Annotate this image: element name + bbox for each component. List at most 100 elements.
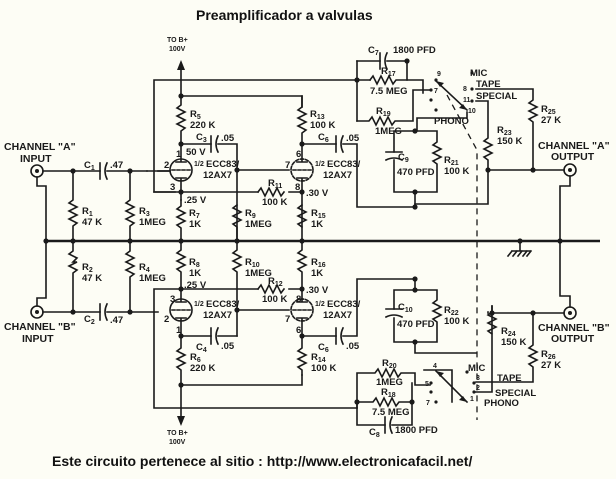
svg-text:6: 6	[296, 325, 301, 336]
svg-text:9: 9	[437, 71, 441, 78]
channel-b-output-label: CHANNEL "B"	[538, 322, 610, 334]
svg-text:3: 3	[170, 182, 175, 193]
svg-text:27 K: 27 K	[541, 360, 561, 371]
svg-text:12AX7: 12AX7	[323, 310, 352, 321]
junctions	[43, 58, 563, 405]
svg-text:7.5 MEG: 7.5 MEG	[370, 86, 408, 97]
resistor-r3	[124, 170, 136, 242]
svg-text:7: 7	[434, 88, 438, 95]
svg-text:R4: R4	[139, 262, 150, 274]
resistor-r6	[175, 335, 187, 386]
resistor-r11	[256, 186, 286, 198]
ground-bus	[46, 239, 600, 258]
switch-b-tape: TAPE	[497, 373, 522, 384]
svg-text:1/2: 1/2	[194, 301, 204, 308]
channel-a-output-label-2: OUTPUT	[551, 151, 595, 163]
resistor-r7	[175, 199, 187, 242]
channel-a-input	[30, 161, 171, 242]
r2-value: 47 K	[82, 273, 102, 284]
r5-value: 220 K	[190, 120, 215, 131]
svg-text:3: 3	[170, 294, 175, 305]
svg-text:C6: C6	[318, 132, 329, 144]
svg-text:8: 8	[296, 294, 301, 305]
svg-text:5: 5	[425, 381, 429, 388]
svg-text:1/2: 1/2	[194, 161, 204, 168]
svg-text:1MEG: 1MEG	[245, 219, 272, 230]
svg-text:R3: R3	[139, 206, 150, 218]
tube-v3	[169, 288, 193, 337]
svg-text:R11: R11	[268, 178, 282, 190]
resistor-r17	[368, 74, 408, 86]
v1-plate-voltage: 50 V	[186, 147, 206, 158]
svg-text:C2: C2	[84, 314, 95, 326]
switch-a-special: SPECIAL	[476, 91, 517, 102]
resistor-r1	[67, 170, 79, 242]
tube-v1	[157, 143, 193, 193]
svg-text:7: 7	[426, 400, 430, 407]
svg-text:C9: C9	[398, 152, 409, 164]
c2-value: .47	[110, 315, 123, 326]
svg-text:100 K: 100 K	[311, 363, 336, 374]
tube-v2	[290, 143, 314, 242]
tube-v4	[290, 288, 314, 337]
supply-top-label: TO B+	[167, 37, 188, 44]
v4-cathode-voltage: .30 V	[306, 285, 329, 296]
v2-cathode-voltage: .30 V	[306, 188, 329, 199]
svg-text:100 K: 100 K	[444, 166, 469, 177]
resistor-r20	[356, 367, 431, 409]
svg-text:1K: 1K	[311, 268, 323, 279]
resistor-r16	[296, 240, 308, 290]
switch-a-mic: MIC	[470, 68, 488, 79]
svg-text:470 PFD: 470 PFD	[397, 319, 435, 330]
selector-switch-a[interactable]	[429, 71, 478, 420]
capacitor-c10	[384, 308, 404, 319]
resistor-r18	[356, 382, 413, 426]
capacitor-c6b	[335, 326, 345, 346]
channel-a-output-label: CHANNEL "A"	[538, 140, 610, 152]
svg-text:R8: R8	[189, 257, 200, 269]
channel-b-input-label: CHANNEL "B"	[4, 321, 76, 333]
svg-text:2: 2	[164, 314, 169, 325]
svg-text:R18: R18	[381, 387, 396, 399]
svg-text:1: 1	[176, 149, 182, 160]
resistor-r14	[296, 335, 308, 376]
channel-a-input-label-2: INPUT	[20, 153, 52, 165]
channel-b-input-label-2: INPUT	[22, 333, 54, 345]
switch-b-phono: PHONO	[484, 398, 519, 409]
r4-value: 1MEG	[139, 273, 166, 284]
resistor-r4	[124, 240, 136, 313]
svg-text:4: 4	[433, 363, 437, 370]
r3-value: 1MEG	[139, 217, 166, 228]
svg-text:8: 8	[463, 86, 467, 93]
svg-text:8: 8	[295, 182, 300, 193]
svg-text:C1: C1	[84, 160, 95, 172]
svg-text:R7: R7	[189, 208, 200, 220]
resistor-r10	[231, 240, 243, 337]
svg-text:3: 3	[476, 375, 480, 382]
svg-text:7: 7	[285, 314, 290, 325]
selector-switch-b[interactable]	[423, 369, 476, 404]
svg-text:1/2: 1/2	[315, 161, 325, 168]
supply-bottom-voltage: 100V	[169, 439, 186, 446]
svg-text:100 K: 100 K	[262, 294, 287, 305]
svg-text:1MEG: 1MEG	[376, 377, 403, 388]
arrow-up-icon	[177, 60, 185, 70]
c6a-wire	[301, 143, 416, 208]
c1-value: .47	[110, 160, 123, 171]
svg-text:.05: .05	[346, 133, 360, 144]
svg-text:1: 1	[470, 396, 474, 403]
svg-text:12AX7: 12AX7	[323, 170, 352, 181]
svg-text:1/2: 1/2	[315, 301, 325, 308]
svg-text:.05: .05	[221, 341, 235, 352]
svg-text:C6: C6	[318, 342, 329, 354]
svg-text:R20: R20	[382, 358, 397, 370]
svg-text:10: 10	[468, 108, 476, 115]
capacitor-c7	[379, 51, 389, 71]
svg-text:1K: 1K	[189, 268, 201, 279]
svg-text:ECC83/: ECC83/	[206, 299, 240, 310]
svg-text:100 K: 100 K	[310, 120, 335, 131]
v1-tube-type: ECC83/	[206, 159, 240, 170]
svg-text:R9: R9	[245, 208, 256, 220]
svg-text:R6: R6	[190, 352, 201, 364]
